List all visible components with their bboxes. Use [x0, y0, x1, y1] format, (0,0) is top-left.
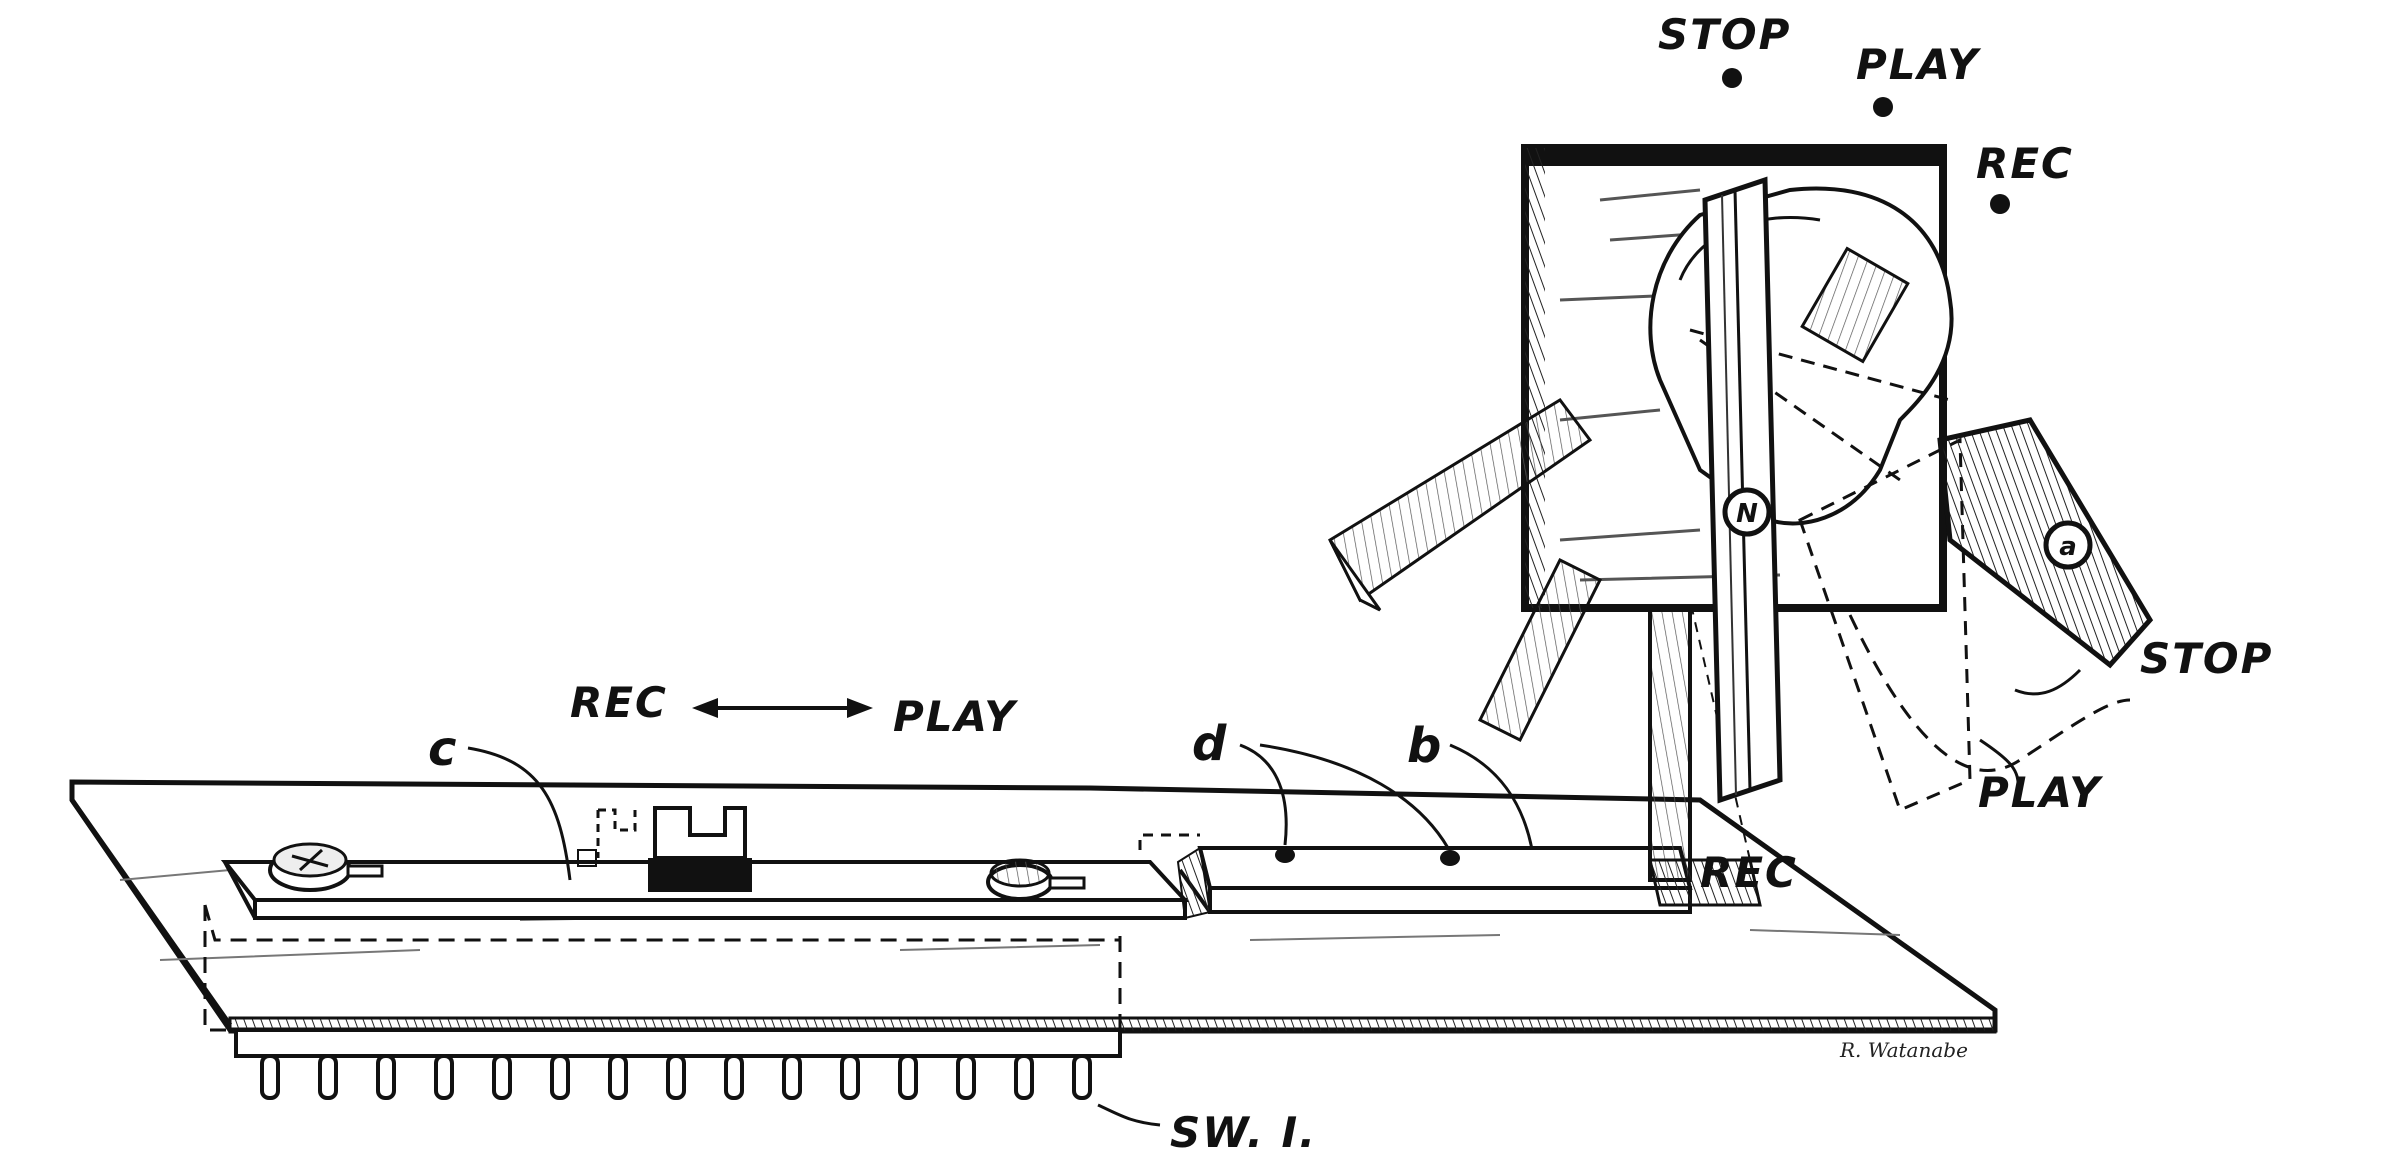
selector-lever: [1937, 417, 2154, 669]
switch-pins: [260, 1054, 1092, 1100]
label-play-side: PLAY: [1978, 768, 2102, 817]
switch-pin: [376, 1054, 396, 1100]
switch-sw1: [203, 904, 1161, 1127]
switch-pin: [956, 1054, 976, 1100]
switch-pin: [666, 1054, 686, 1100]
label-b: b: [1407, 718, 1442, 774]
label-c: c: [428, 721, 457, 777]
screw-right: [986, 858, 1086, 901]
label-stop-top: STOP: [1658, 10, 1792, 59]
label-play-top: PLAY: [1856, 40, 1980, 89]
switch-pin: [608, 1054, 628, 1100]
label-rec-left: REC: [570, 678, 668, 727]
label-d: d: [1192, 716, 1227, 772]
label-rec-side: REC: [1700, 848, 1798, 897]
switch-pin: [724, 1054, 744, 1100]
switch-pin: [840, 1054, 860, 1100]
switch-pin: [898, 1054, 918, 1100]
connecting-bar: [1648, 598, 1762, 907]
screw-left: [268, 842, 384, 892]
label-sw1: SW. I.: [1170, 1108, 1318, 1157]
hub-label-a: a: [2059, 532, 2077, 562]
label-play-right: PLAY: [893, 692, 1017, 741]
dot-stop: [1722, 68, 1742, 88]
lever-ghost-positions: [1328, 398, 1972, 813]
switch-pin: [782, 1054, 802, 1100]
hub-label-n: N: [1736, 499, 1758, 529]
rec-play-arrow: [692, 698, 873, 718]
label-stop-side: STOP: [2140, 634, 2274, 683]
position-arc: [1848, 614, 2131, 791]
artist-signature: R. Watanabe: [1840, 1038, 1968, 1062]
switch-pin: [550, 1054, 570, 1100]
dot-rec: [1990, 194, 2010, 214]
switch-pin: [434, 1054, 454, 1100]
dot-play: [1873, 97, 1893, 117]
switch-pin: [260, 1054, 280, 1100]
slider-knob: [577, 806, 752, 892]
switch-pin: [1014, 1054, 1034, 1100]
shaft-bar: [1702, 176, 1783, 804]
position-dots: [1722, 68, 2010, 214]
switch-pin: [318, 1054, 338, 1100]
label-rec-top: REC: [1976, 139, 2074, 188]
slider-rail-right: [1138, 833, 1693, 920]
switch-pin: [1072, 1054, 1092, 1100]
switch-pin: [492, 1054, 512, 1100]
